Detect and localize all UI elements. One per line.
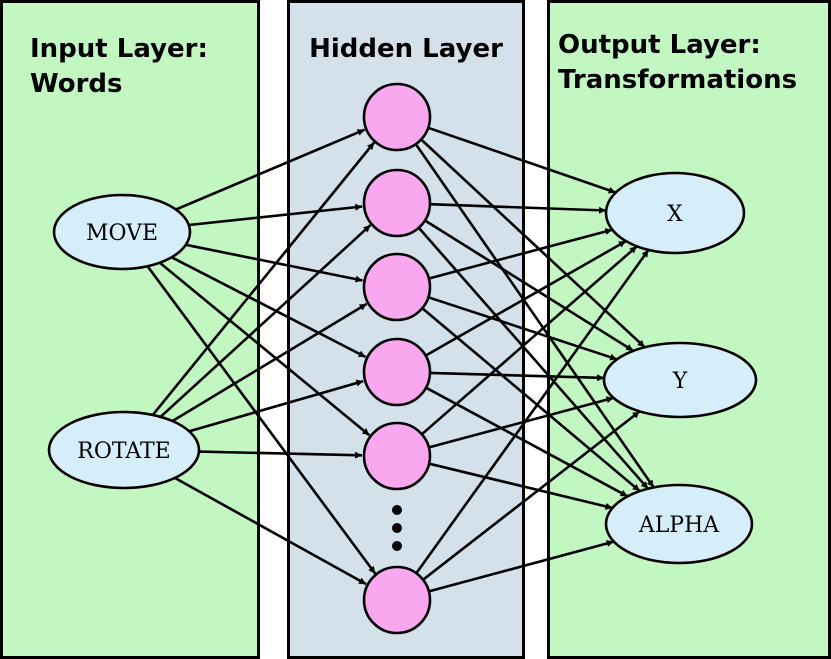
connection-arrow [427,296,618,361]
connection-arrow [427,126,617,194]
hidden-node [362,421,432,491]
input-layer-title-line1: Input Layer: [30,34,208,64]
connection-arrow [158,261,371,437]
connection-arrow [415,249,650,574]
hidden-node [362,82,432,152]
connection-arrow [428,228,613,280]
output-layer-title-line1: Output Layer: [558,30,761,60]
hidden-node [362,337,432,407]
hidden-node [362,252,432,322]
connection-arrow [424,219,634,352]
connection-arrow [429,371,605,382]
connection-arrow [171,256,367,359]
connection-arrow [185,243,363,283]
connection-arrow [171,302,368,423]
hidden-node [362,168,432,238]
connection-arrow [188,203,363,227]
output-node-y: Y [602,341,758,419]
input-layer-panel [0,0,260,659]
input-layer-title-line2: Words [30,69,123,99]
input-node-move: MOVE [52,193,192,271]
connection-arrow [428,396,614,449]
connection-arrow [151,141,376,416]
hidden-node [362,565,432,635]
connection-arrow [420,138,646,349]
connection-arrow [424,239,627,357]
connection-arrow [198,450,363,459]
input-node-move-label: MOVE [86,221,158,246]
connection-arrow [420,245,638,436]
output-node-y-label: Y [672,369,688,394]
output-node-x: X [604,171,746,255]
input-node-rotate: ROTATE [47,410,201,490]
output-node-alpha-label: ALPHA [638,513,720,538]
connection-arrow [159,224,372,418]
connection-arrows [146,126,655,593]
connection-arrow [175,128,366,211]
connection-arrow [421,307,641,493]
connection-arrow [428,462,613,510]
connection-arrow [428,540,615,593]
output-node-alpha: ALPHA [604,483,754,565]
output-layer-title-line2: Transformations [558,65,797,95]
hidden-layer-title: Hidden Layer [309,34,503,64]
connection-arrow [429,202,607,214]
connection-arrow [425,386,629,498]
output-node-x-label: X [667,202,683,227]
connection-arrow [174,476,367,586]
input-node-rotate-label: ROTATE [77,439,171,464]
connection-arrow [422,410,641,581]
connection-arrow [146,265,377,575]
connection-arrow [188,379,364,433]
hidden-ellipsis-dots [392,505,402,551]
